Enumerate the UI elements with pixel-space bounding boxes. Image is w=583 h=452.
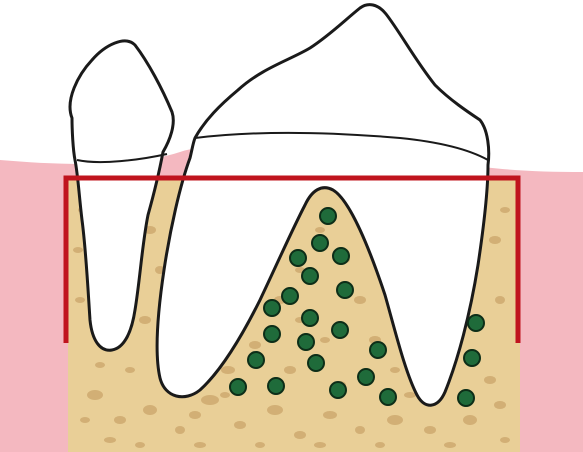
bone-pore [494, 401, 506, 409]
bone-graft-particle-icon [332, 247, 350, 265]
bone-pore [284, 366, 296, 374]
left-premolar-tooth [68, 39, 175, 352]
bone-pore [355, 426, 365, 434]
bone-pore [194, 442, 206, 448]
bone-graft-particle-icon [357, 368, 375, 386]
bone-pore [314, 442, 326, 448]
bone-graft-particle-icon [301, 309, 319, 327]
bone-pore [249, 341, 261, 349]
bone-pore [104, 437, 116, 443]
bone-pore [175, 426, 185, 434]
bone-graft-particle-icon [463, 349, 481, 367]
bone-pore [125, 367, 135, 373]
graft-particles [229, 207, 485, 407]
bone-texture [73, 207, 510, 448]
bone-graft-particle-icon [457, 389, 475, 407]
bone-pore [189, 411, 201, 419]
bone-pore [404, 392, 416, 398]
bone-pore [390, 367, 400, 373]
bone-graft-particle-icon [297, 333, 315, 351]
bone-pore [73, 247, 83, 253]
bone-pore [315, 227, 325, 233]
bone-graft-particle-icon [331, 321, 349, 339]
bone-graft-particle-icon [281, 287, 299, 305]
bone-graft-particle-icon [267, 377, 285, 395]
bone-pore [320, 337, 330, 343]
bone-graft-particle-icon [263, 299, 281, 317]
bone-pore [201, 395, 219, 405]
bone-pore [294, 431, 306, 439]
bone-pore [143, 405, 157, 415]
bone-pore [463, 415, 477, 425]
bone-pore [220, 392, 230, 398]
bone-pore [387, 415, 403, 425]
bone-graft-particle-icon [329, 381, 347, 399]
bone-pore [500, 207, 510, 213]
bone-pore [135, 442, 145, 448]
bone-pore [489, 236, 501, 244]
bone-graft-particle-icon [301, 267, 319, 285]
bone-pore [484, 376, 496, 384]
right-molar-cej-line [194, 131, 489, 161]
bone-graft-particle-icon [229, 378, 247, 396]
bone-graft-particle-icon [379, 388, 397, 406]
bone-graft-particle-icon [289, 249, 307, 267]
bone-graft-particle-icon [247, 351, 265, 369]
bone-pore [87, 390, 103, 400]
bone-pore [375, 442, 385, 448]
measurement-bracket [63, 175, 521, 343]
bone-pore [139, 316, 151, 324]
bone-graft-particle-icon [336, 281, 354, 299]
bone-pore [114, 416, 126, 424]
bone-pore [255, 442, 265, 448]
bone-graft-particle-icon [311, 234, 329, 252]
bone-graft-particle-icon [369, 341, 387, 359]
bone-pore [95, 362, 105, 368]
bone-pore [444, 442, 456, 448]
bone-pore [80, 417, 90, 423]
bone-graft-particle-icon [319, 207, 337, 225]
bone-pore [221, 366, 235, 374]
bone-graft-particle-icon [263, 325, 281, 343]
bone-pore [424, 426, 436, 434]
left-premolar-cej-line [76, 153, 168, 164]
bone-graft-particle-icon [307, 354, 325, 372]
bone-pore [500, 437, 510, 443]
bone-pore [495, 296, 505, 304]
bone-pore [267, 405, 283, 415]
bone-pore [323, 411, 337, 419]
bone-pore [234, 421, 246, 429]
bone-pore [354, 296, 366, 304]
right-molar-tooth [155, 3, 491, 407]
bone-graft-particle-icon [467, 314, 485, 332]
bone-pore [75, 297, 85, 303]
